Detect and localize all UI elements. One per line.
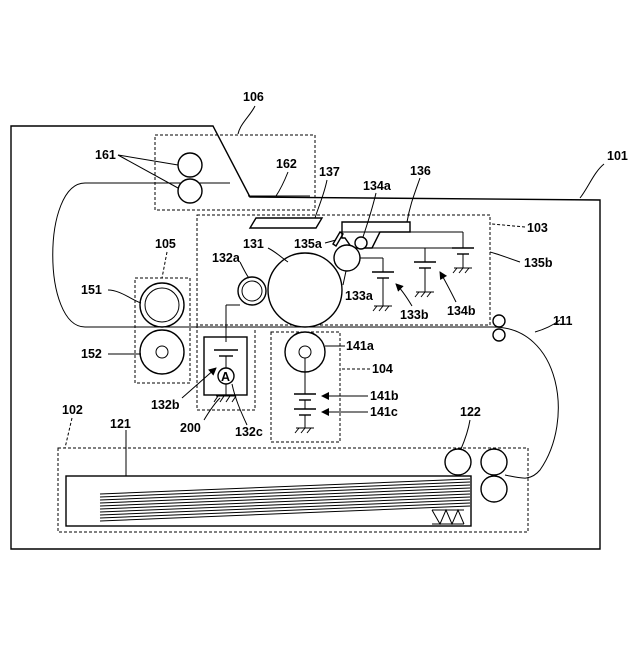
gnd-135-b — [453, 268, 457, 273]
label-162: 162 — [276, 157, 297, 171]
label-121: 121 — [110, 417, 131, 431]
label-102: 102 — [62, 403, 83, 417]
leader-135b — [490, 252, 520, 262]
leader-103 — [492, 224, 525, 227]
gnd-135-c — [459, 268, 463, 273]
label-141a: 141a — [346, 339, 375, 353]
label-136: 136 — [410, 164, 431, 178]
leader-105 — [162, 252, 167, 278]
supply-roller-134a — [355, 237, 367, 249]
exit-roller-lower — [178, 179, 202, 203]
label-131: 131 — [243, 237, 264, 251]
photoreceptor-drum-131 — [268, 253, 342, 327]
gnd-134-c — [421, 292, 425, 297]
leader-132a — [240, 262, 249, 278]
gnd-135-d — [465, 268, 469, 273]
label-135a: 135a — [294, 237, 323, 251]
label-152: 152 — [81, 347, 102, 361]
gnd-133-b — [373, 306, 377, 311]
gnd-134-b — [415, 292, 419, 297]
label-141b: 141b — [370, 389, 399, 403]
paper-cassette-121 — [66, 476, 471, 526]
label-135b: 135b — [524, 256, 553, 270]
gnd-141-d — [307, 428, 311, 433]
label-101: 101 — [607, 149, 628, 163]
leader-101 — [580, 164, 604, 198]
gnd-134-d — [427, 292, 431, 297]
label-111: 111 — [553, 314, 573, 328]
label-200: 200 — [180, 421, 201, 435]
label-133b: 133b — [400, 308, 429, 322]
leader-131 — [268, 248, 288, 262]
feed-roller-upper — [481, 449, 507, 475]
leader-122 — [461, 420, 470, 449]
arrow-134b — [440, 272, 456, 302]
leader-162 — [276, 172, 288, 196]
label-134b: 134b — [447, 304, 476, 318]
leader-106 — [238, 106, 255, 134]
label-132b: 132b — [151, 398, 180, 412]
heat-roller-151 — [140, 283, 184, 327]
label-141c: 141c — [370, 405, 398, 419]
registration-roller-upper — [493, 315, 505, 327]
pickup-roller-122 — [445, 449, 471, 475]
leader-151 — [108, 290, 141, 303]
arrow-133b — [396, 284, 412, 306]
label-137: 137 — [319, 165, 340, 179]
registration-roller-lower — [493, 329, 505, 341]
gnd-133-d — [385, 306, 389, 311]
ground-132-d — [226, 396, 230, 402]
paper-stack — [100, 479, 470, 521]
ammeter-symbol: A — [221, 370, 230, 384]
label-133a: 133a — [345, 289, 374, 303]
exit-roller-upper — [178, 153, 202, 177]
unit-106-box — [155, 135, 315, 210]
label-104: 104 — [372, 362, 393, 376]
pressure-roller-152 — [140, 330, 184, 374]
developer-housing-136 — [342, 222, 410, 248]
leader-200 — [204, 398, 220, 420]
developing-roller-133a — [334, 245, 360, 271]
label-106: 106 — [243, 90, 264, 104]
gnd-133-c — [379, 306, 383, 311]
gnd-141-b — [295, 428, 299, 433]
label-161: 161 — [95, 148, 116, 162]
label-122: 122 — [460, 405, 481, 419]
label-105: 105 — [155, 237, 176, 251]
feed-roller-lower — [481, 476, 507, 502]
cassette-spring — [432, 510, 464, 524]
label-151: 151 — [81, 283, 102, 297]
leader-137 — [315, 180, 327, 218]
leader-132c — [232, 384, 247, 425]
label-103: 103 — [527, 221, 548, 235]
label-134a: 134a — [363, 179, 392, 193]
label-132a: 132a — [212, 251, 241, 265]
ground-132-c — [220, 396, 224, 402]
exposure-unit-137 — [250, 218, 322, 228]
gnd-141-c — [301, 428, 305, 433]
label-132c: 132c — [235, 425, 263, 439]
leader-133a — [343, 271, 346, 285]
leader-102 — [65, 418, 72, 448]
